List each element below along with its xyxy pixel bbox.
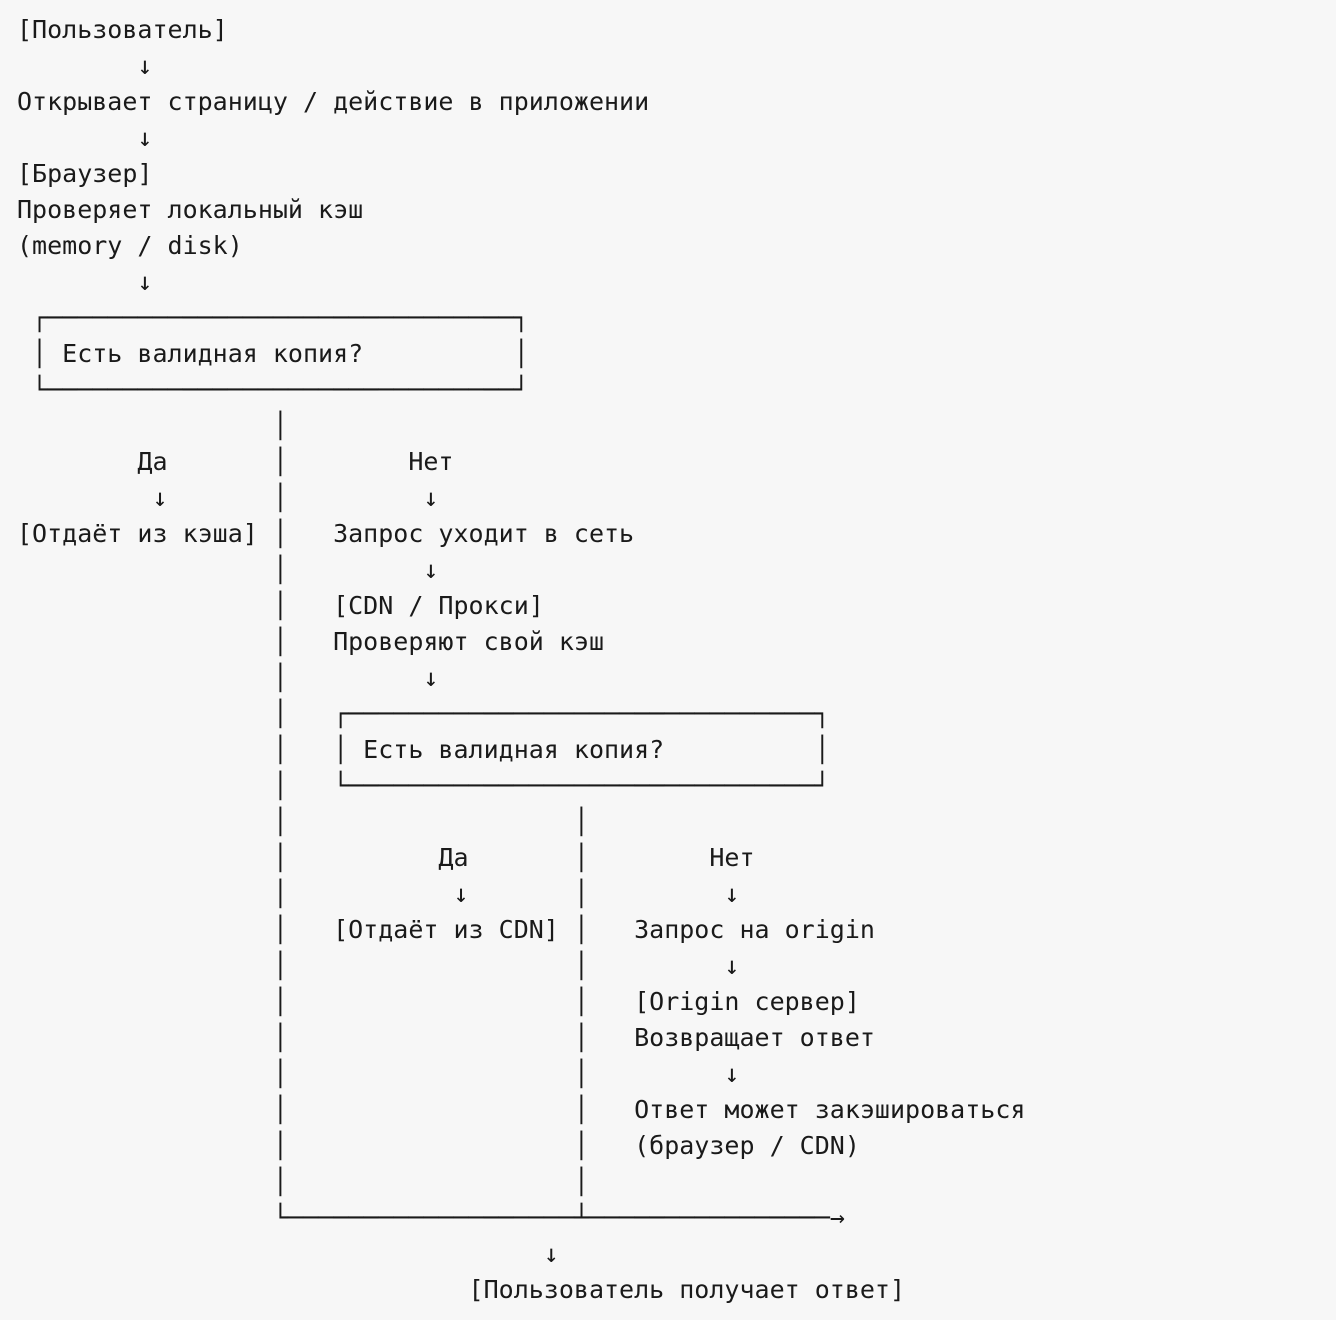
down-arrow: ↓: [17, 267, 153, 296]
cache-note: │ │ Ответ может закэшироваться: [17, 1095, 1026, 1124]
box2-question: │ │ Есть валидная копия? │: [17, 735, 830, 764]
box1-top-border: ┌───────────────────────────────┐: [17, 303, 529, 332]
box1-bottom-border: └───────────────────────────────┘: [17, 375, 529, 404]
cdn-cache-check: │ Проверяют свой кэш: [17, 627, 604, 656]
origin-node: │ │ [Origin сервер]: [17, 987, 860, 1016]
cdn-node: │ [CDN / Прокси]: [17, 591, 544, 620]
branch2-outcomes: │ [Отдаёт из CDN] │ Запрос на origin: [17, 915, 875, 944]
connector-arrow: │ ↓: [17, 663, 439, 692]
final-down-arrow: ↓: [17, 1239, 559, 1268]
user-node: [Пользователь]: [17, 15, 228, 44]
branch2-arrows: │ ↓ │ ↓: [17, 879, 740, 908]
merge-line-arrow: └───────────────────┴────────────────→: [17, 1203, 845, 1232]
cache-note-detail: │ │ (браузер / CDN): [17, 1131, 860, 1160]
connector-arrow: │ │ ↓: [17, 951, 740, 980]
user-action: Открывает страницу / действие в приложен…: [17, 87, 650, 116]
box2-bottom-border: │ └───────────────────────────────┘: [17, 771, 830, 800]
connector-line: │ │: [17, 1167, 589, 1196]
branch1-labels: Да │ Нет: [17, 447, 454, 476]
box1-question: │ Есть валидная копия? │: [17, 339, 529, 368]
browser-cache-types: (memory / disk): [17, 231, 243, 260]
browser-cache-check: Проверяет локальный кэш: [17, 195, 364, 224]
branch2-labels: │ Да │ Нет: [17, 843, 755, 872]
connector-arrow: │ ↓: [17, 555, 439, 584]
final-node: [Пользователь получает ответ]: [17, 1275, 906, 1304]
browser-node: [Браузер]: [17, 159, 153, 188]
connector-line: │ │: [17, 807, 589, 836]
branch1-outcomes: [Отдаёт из кэша] │ Запрос уходит в сеть: [17, 519, 635, 548]
down-arrow: ↓: [17, 51, 153, 80]
box2-top-border: │ ┌───────────────────────────────┐: [17, 699, 830, 728]
connector-line: │: [17, 411, 288, 440]
connector-arrow: │ │ ↓: [17, 1059, 740, 1088]
branch1-arrows: ↓ │ ↓: [17, 483, 439, 512]
down-arrow: ↓: [17, 123, 153, 152]
origin-response: │ │ Возвращает ответ: [17, 1023, 875, 1052]
